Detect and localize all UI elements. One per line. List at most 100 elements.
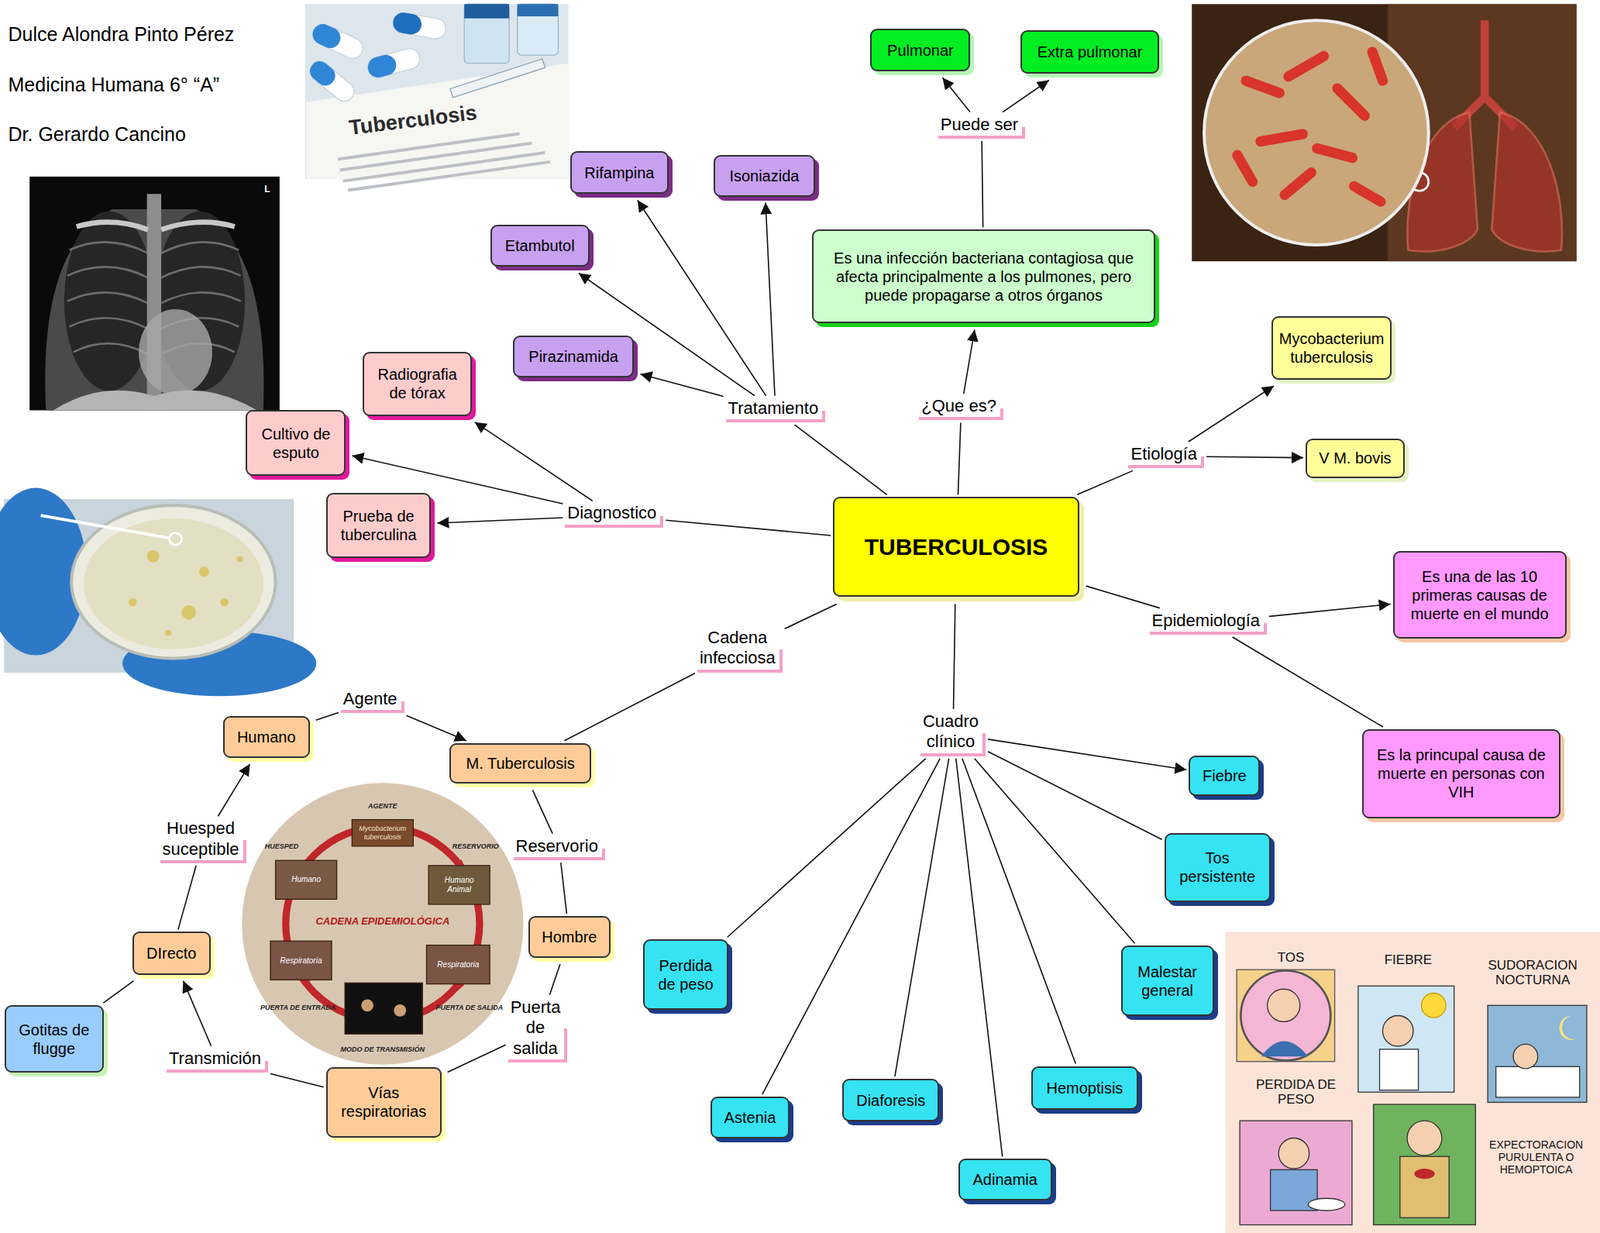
petri-dish-photo-part-part	[181, 605, 196, 620]
medicine-photo-part	[464, 3, 510, 63]
connector-line	[103, 980, 134, 1004]
symptoms-cartoon-panel-part	[1358, 985, 1455, 1092]
bacteria-lungs-picture-part-part	[1366, 45, 1390, 88]
node-text: Epidemiología	[1152, 610, 1260, 631]
chain-stage-label: PUERTA DE SALIDA	[435, 1003, 503, 1012]
bacteria-lungs-picture-part-part	[1230, 147, 1260, 189]
concept-box: Gotitas de flugge	[4, 1004, 104, 1073]
concept-box: Astenia	[710, 1096, 789, 1139]
node-text: Puede ser	[940, 114, 1019, 135]
chain-picture-text: Respiratoria	[436, 960, 479, 970]
connector-line	[1076, 470, 1133, 495]
connector-arrow	[942, 77, 971, 112]
epidemiologic-chain-picture-part	[426, 945, 490, 985]
node-text: Diagnostico	[567, 502, 657, 524]
node-text: Diaforesis	[856, 1090, 926, 1110]
petri-dish-photo-part-part	[165, 629, 172, 637]
connector-line	[956, 758, 1003, 1157]
symptom-caption: FIEBRE	[1384, 952, 1432, 968]
bacteria-lungs-picture-part	[1454, 20, 1516, 128]
connector-line	[549, 963, 561, 995]
chest-xray-part-part	[67, 266, 148, 278]
symptoms-cartoon-panel-part	[1278, 1138, 1310, 1170]
epidemiologic-chain-picture-part-part	[393, 1004, 407, 1017]
connector-line	[564, 673, 695, 741]
xray-marker: L	[264, 184, 270, 196]
bacteria-lungs-picture-part	[1230, 45, 1390, 210]
connector-arrow	[765, 203, 775, 396]
chest-xray-part-part	[69, 241, 148, 253]
concept-box: Hombre	[528, 915, 610, 958]
symptoms-cartoon-panel-part	[1236, 969, 1335, 1062]
concept-box: Pirazinamida	[512, 335, 635, 378]
linking-word: Agente	[340, 688, 405, 713]
connector-line	[794, 424, 888, 495]
concept-box: Mycobacterium tuberculosis	[1271, 316, 1393, 380]
bacteria-lungs-picture-part-part	[1347, 178, 1388, 209]
concept-box: Rifampina	[570, 151, 670, 194]
symptoms-cartoon-panel-part	[1261, 1040, 1309, 1057]
linking-word: Reservorio	[513, 836, 606, 861]
symptoms-cartoon-panel-part	[1225, 931, 1600, 1233]
node-text: Reservorio	[516, 836, 599, 857]
linking-word: Transmición	[166, 1048, 269, 1073]
node-text: Pirazinamida	[528, 347, 619, 366]
connector-line	[447, 1044, 506, 1072]
connector-line	[962, 758, 1076, 1064]
epidemiologic-chain-picture-part	[428, 865, 490, 905]
node-text: Cuadro clínico	[922, 711, 979, 753]
medicine-photo	[305, 3, 569, 192]
connector-line	[560, 862, 568, 914]
medicine-photo-part-part	[309, 20, 366, 62]
medicine-photo-part	[305, 3, 569, 179]
chest-xray-part-part	[73, 343, 148, 355]
symptom-caption: PERDIDA DE PESO	[1245, 1076, 1348, 1108]
connector-arrow	[474, 422, 593, 502]
epidemiologic-chain-picture-part	[361, 998, 407, 1016]
linking-word: Huesped suceptible	[160, 818, 247, 864]
node-text: Mycobacterium tuberculosis	[1279, 329, 1385, 367]
photo-caption: Tuberculosis	[347, 100, 479, 141]
node-text: Humano	[237, 727, 296, 747]
epidemiologic-chain-picture	[241, 782, 524, 1065]
node-text: Vías respiratorias	[333, 1083, 434, 1121]
medicine-photo-part-part	[309, 20, 345, 52]
connector-arrow	[217, 763, 250, 816]
node-text: Es una de las 10 primeras causas de muer…	[1400, 567, 1559, 623]
symptoms-cartoon-panel-part	[1307, 1197, 1345, 1211]
chain-stage-label: PUERTA DE ENTRADA	[260, 1003, 336, 1012]
symptoms-cartoon-panel-part	[1382, 1015, 1414, 1047]
symptoms-cartoon-panel-part	[1407, 1120, 1442, 1156]
connector-line	[784, 603, 837, 629]
epidemiologic-chain-picture-part-part	[361, 998, 374, 1012]
symptoms-cartoon-panel-part	[1513, 1043, 1539, 1069]
linking-word: Etiología	[1128, 443, 1205, 468]
linking-word: Cuadro clínico	[920, 711, 986, 757]
bacteria-lungs-picture-part	[1204, 20, 1429, 245]
connector-arrow	[1002, 79, 1050, 112]
petri-dish-photo-part	[71, 505, 276, 659]
connector-arrow	[1269, 603, 1391, 616]
concept-box: Etambutol	[490, 224, 590, 267]
author-name: Dulce Alondra Pinto Pérez	[8, 23, 235, 46]
symptoms-cartoon-panel-part	[1379, 1049, 1419, 1091]
linking-word: Puede ser	[938, 114, 1026, 139]
node-text: Es una infección bacteriana contagiosa q…	[819, 248, 1149, 305]
connector-line	[178, 865, 197, 930]
medicine-photo-part-part	[391, 10, 448, 41]
symptoms-cartoon-panel-part	[1400, 1156, 1449, 1218]
node-text: Etiología	[1130, 443, 1198, 465]
node-text: Pulmonar	[887, 41, 954, 60]
node-text: Rifampina	[584, 163, 654, 183]
connector-line	[1232, 636, 1384, 727]
chain-picture-text: Respiratoria	[280, 956, 323, 966]
concept-box: Diaforesis	[842, 1078, 940, 1122]
medicine-photo-part-part	[391, 10, 424, 36]
petri-dish-photo-part-part	[128, 598, 138, 607]
medicine-photo-part	[517, 3, 559, 56]
connector-line	[981, 141, 984, 228]
node-text: ¿Que es?	[921, 395, 997, 417]
connector-arrow	[640, 374, 723, 397]
